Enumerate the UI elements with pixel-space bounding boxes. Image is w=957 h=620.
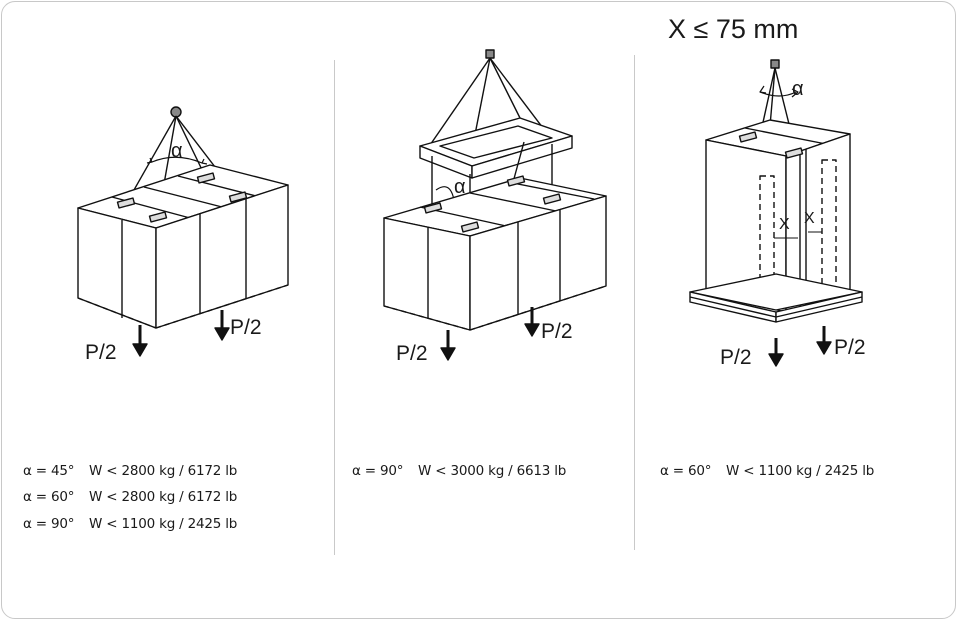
hook-icon	[485, 49, 495, 59]
hook-icon	[170, 106, 182, 118]
load-arrow-icon	[440, 307, 540, 361]
spec-row: α = 60°W < 1100 kg / 2425 lb	[660, 463, 875, 479]
spec-row: α = 45°W < 2800 kg / 6172 lb	[23, 463, 238, 479]
load-label: P/2	[230, 316, 262, 339]
max-distance-label: X ≤ 75 mm	[668, 14, 799, 44]
load-label: P/2	[396, 342, 428, 365]
x-symbol: X	[804, 210, 815, 227]
load-label: P/2	[85, 341, 117, 364]
panel-3-drawing	[689, 59, 863, 367]
spec-row: α = 90°W < 1100 kg / 2425 lb	[23, 516, 238, 532]
load-arrow-icon	[768, 326, 832, 367]
load-label: P/2	[720, 346, 752, 369]
panel-divider-1	[334, 60, 335, 555]
panel-1-drawing	[77, 106, 289, 357]
spec-row: α = 90°W < 3000 kg / 6613 lb	[352, 463, 567, 479]
load-arrow-icon	[132, 310, 230, 357]
load-label: P/2	[834, 336, 866, 359]
panel-divider-2	[634, 55, 635, 550]
load-label: P/2	[541, 320, 573, 343]
alpha-symbol: α	[171, 140, 183, 162]
alpha-symbol: α	[792, 78, 804, 100]
spec-row: α = 60°W < 2800 kg / 6172 lb	[23, 489, 238, 505]
alpha-symbol: α	[454, 176, 466, 198]
x-symbol: X	[779, 216, 790, 233]
hook-icon	[770, 59, 780, 69]
panel-2-drawing	[383, 49, 607, 361]
